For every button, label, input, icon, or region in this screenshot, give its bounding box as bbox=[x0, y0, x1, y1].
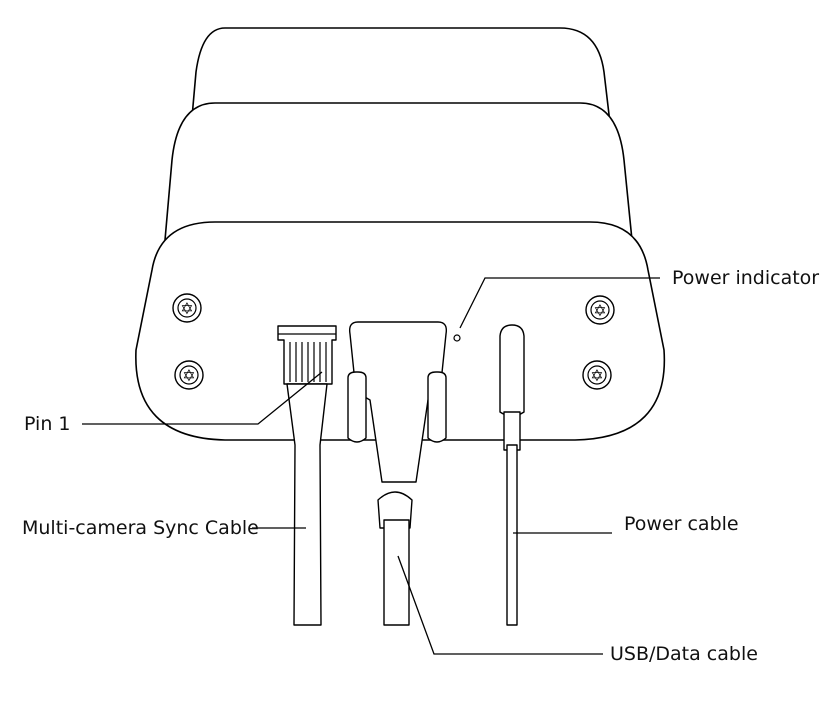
label-power-indicator: Power indicator bbox=[672, 267, 819, 289]
usb-cable-assembly bbox=[347, 321, 448, 626]
screw-top-left: ✡ bbox=[172, 293, 202, 323]
usb-strain-relief bbox=[377, 491, 413, 529]
leader-lines bbox=[82, 277, 660, 655]
power-cable bbox=[506, 444, 518, 626]
sync-cable-assembly bbox=[277, 325, 337, 626]
screw-bottom-left: ✡ bbox=[174, 360, 204, 390]
leader-pin1 bbox=[82, 371, 323, 425]
label-sync-cable: Multi-camera Sync Cable bbox=[22, 517, 259, 539]
usb-connector-body bbox=[348, 321, 448, 483]
power-indicator-led bbox=[453, 334, 461, 342]
screw-bottom-right: ✡ bbox=[582, 360, 612, 390]
usb-cable bbox=[383, 519, 410, 626]
sync-connector bbox=[277, 325, 337, 385]
sync-cable-flex bbox=[286, 383, 328, 626]
usb-screw-left bbox=[347, 371, 367, 443]
screw-top-right: ✡ bbox=[585, 295, 615, 325]
leader-usb-cable bbox=[397, 555, 603, 655]
label-pin1: Pin 1 bbox=[24, 413, 71, 435]
star-screw-icon: ✡ bbox=[590, 366, 603, 385]
star-screw-icon: ✡ bbox=[180, 299, 193, 318]
label-usb-cable: USB/Data cable bbox=[610, 643, 758, 665]
label-power-cable: Power cable bbox=[624, 513, 739, 535]
power-connector bbox=[499, 324, 525, 417]
power-connector-sleeve bbox=[503, 411, 521, 451]
star-screw-icon: ✡ bbox=[593, 301, 606, 320]
housing-middle-layer bbox=[164, 102, 633, 241]
sync-connector-pins bbox=[289, 342, 327, 382]
leader-power-indicator bbox=[459, 277, 660, 329]
star-screw-icon: ✡ bbox=[182, 366, 195, 385]
power-cable-assembly bbox=[499, 324, 525, 626]
usb-screw-right bbox=[427, 371, 447, 443]
